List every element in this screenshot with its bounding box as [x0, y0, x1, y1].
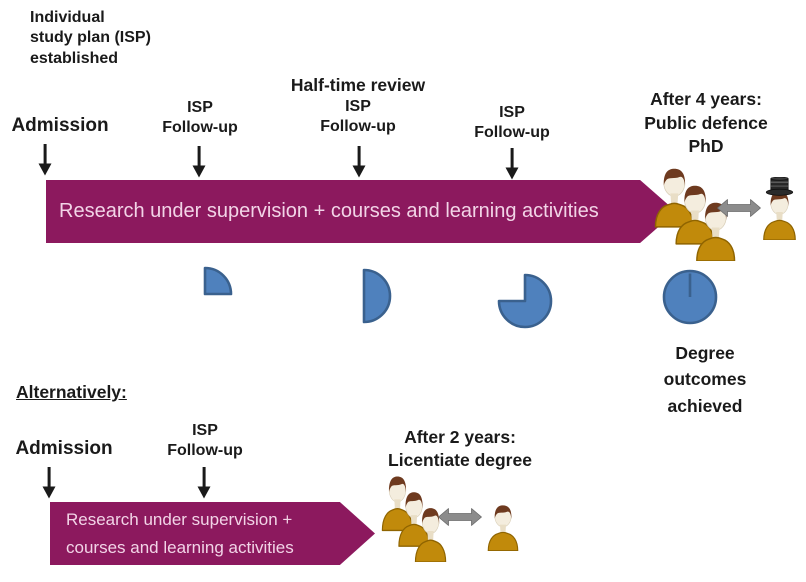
admission-label-licentiate: Admission — [15, 438, 113, 459]
alternatively-heading: Alternatively: — [16, 382, 127, 402]
down-arrow-icon — [41, 467, 57, 499]
after-4-years-label: After 4 years: Public defence PhD — [644, 89, 768, 157]
isp-followup-2-label: ISP Follow-up — [320, 98, 396, 136]
degree-outcomes-label: Degree outcomes achieved — [663, 343, 747, 416]
down-arrow-icon — [351, 146, 367, 178]
halftime-review-label: Half-time review — [290, 75, 426, 95]
pie-progress-25-icon — [203, 266, 233, 296]
pie-progress-75-icon — [497, 273, 553, 329]
research-banner-licentiate: Research under supervision + courses and… — [50, 502, 375, 565]
research-banner-phd-label: Research under supervision + courses and… — [59, 200, 599, 222]
down-arrow-icon — [504, 148, 520, 180]
opponent-tophat-icon — [757, 177, 802, 240]
exchange-arrow-icon — [437, 506, 483, 528]
down-arrow-icon — [191, 146, 207, 178]
graduate-icon — [484, 503, 522, 551]
after-2-years-label: After 2 years: Licentiate degree — [388, 427, 532, 470]
pie-progress-100-icon — [662, 269, 718, 325]
admission-label-phd: Admission — [11, 115, 109, 136]
exchange-arrow-icon — [716, 197, 762, 219]
isp-followup-3-label: ISP Follow-up — [474, 104, 550, 142]
research-banner-licentiate-label: Research under supervision + courses and… — [66, 510, 294, 557]
down-arrow-icon — [37, 144, 53, 176]
isp-followup-1-label: ISP Follow-up — [162, 99, 238, 137]
isp-established-label: Individual study plan (ISP) established — [30, 9, 151, 67]
down-arrow-icon — [196, 467, 212, 499]
research-banner-phd: Research under supervision + courses and… — [46, 180, 676, 243]
pie-progress-50-icon — [362, 268, 392, 324]
isp-followup-4-label: ISP Follow-up — [167, 422, 243, 460]
